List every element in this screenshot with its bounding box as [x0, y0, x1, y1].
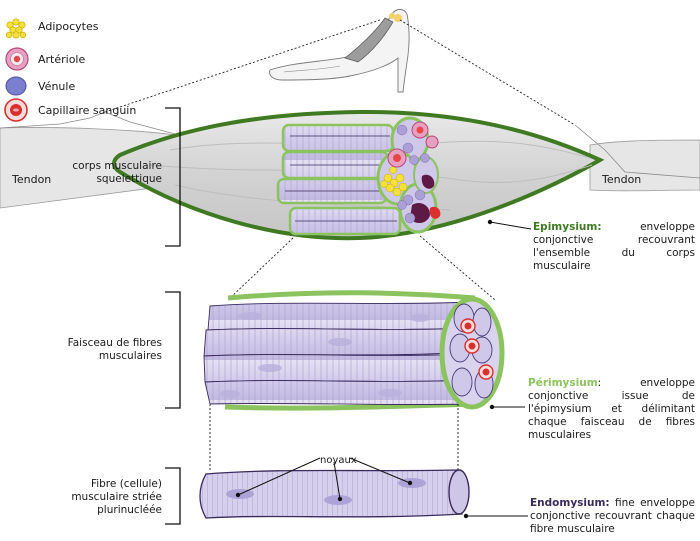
adipocytes-icon [5, 18, 27, 39]
endomysium-description: Endomysium: fine enveloppe conjonctive r… [530, 497, 695, 536]
muscle-fiber [199, 457, 470, 519]
legend-venule-label: Vénule [38, 80, 76, 93]
venule-icon [5, 76, 27, 96]
zoom-line [399, 19, 576, 126]
muscle-body-label: corps musculaire squelettique [72, 160, 162, 185]
muscle-fascicle [203, 290, 505, 411]
bracket-fascicle [165, 291, 181, 409]
zoom-line [104, 19, 381, 113]
fascicle-bundle [276, 123, 402, 236]
tendon-right-label: Tendon [602, 173, 642, 186]
perimysium-description: Périmysium: enveloppe conjonctive issue … [528, 377, 695, 442]
tendon-left-label: Tendon [12, 173, 52, 186]
bracket-fiber [165, 467, 181, 525]
fascicle-label: Faisceau de fibres musculaires [67, 337, 162, 362]
epimysium-term: Epimysium: [533, 221, 602, 233]
legend-adipocytes-label: Adipocytes [38, 20, 99, 33]
endomysium-text: fine enveloppe conjonctive recouvrant ch… [530, 497, 695, 535]
arteriole-icon [5, 47, 29, 71]
epimysium-pointer [487, 219, 532, 230]
epimysium-text: enveloppe conjonctive recouvrant l'ensem… [533, 221, 695, 272]
capillary-icon [4, 98, 28, 122]
bracket-muscle-body [165, 107, 181, 247]
legend-arteriole-label: Artériole [38, 53, 86, 66]
fascicle-fibers [203, 301, 471, 406]
fascicle-cross-section [439, 296, 505, 410]
perimysium-text: : enveloppe conjonctive issue de l'épimy… [528, 377, 695, 441]
fascicle-cross-sections [376, 116, 441, 234]
zoom-line [227, 237, 294, 301]
nucleus-pointers [235, 457, 413, 502]
endomysium-term: Endomysium: [530, 497, 610, 509]
legend-capillary-label: Capillaire sanguin [38, 104, 137, 117]
perimysium-pointer [489, 404, 525, 410]
perimysium-term: Périmysium [528, 377, 598, 389]
skeletal-muscle [0, 109, 700, 241]
endomysium-pointer [463, 513, 528, 519]
zoom-line [419, 235, 496, 301]
epimysium-description: Epimysium: enveloppe conjonctive recouvr… [533, 221, 695, 273]
nuclei-label: noyaux [320, 455, 357, 466]
capillary-icon [460, 318, 494, 380]
arm-silhouette [269, 9, 410, 93]
fiber-label: Fibre (cellule) musculaire striée plurin… [71, 478, 162, 516]
